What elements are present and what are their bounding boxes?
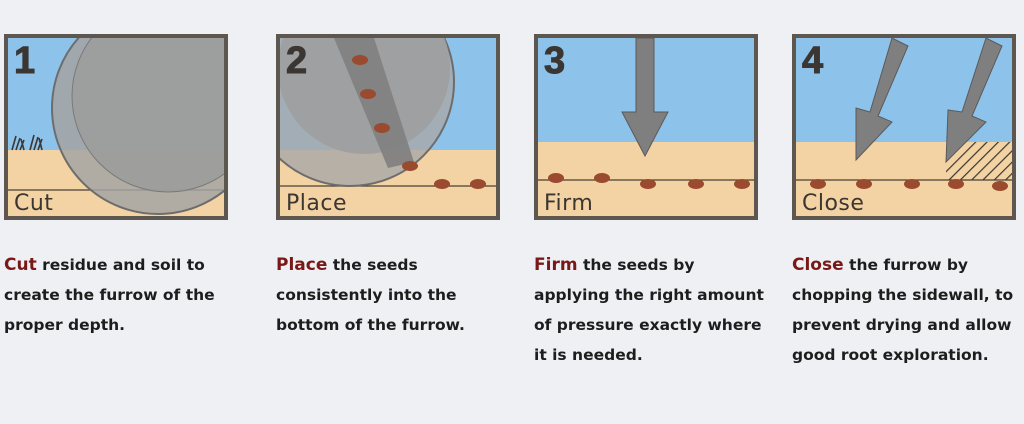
cutting-disc-icon (51, 38, 224, 215)
step-caption: Place (286, 191, 347, 216)
step-number: 2 (285, 40, 308, 83)
step-keyword: Close (792, 255, 844, 275)
step-3-panel: 3 Firm (534, 34, 758, 220)
step-3-description: Firm the seeds by applying the right amo… (534, 250, 766, 370)
step-text: the seeds consistently into the bottom o… (276, 256, 465, 334)
step-caption: Cut (14, 191, 54, 216)
seed-icon (352, 55, 486, 189)
step-text: residue and soil to create the furrow of… (4, 256, 215, 334)
step-2-description: Place the seeds consistently into the bo… (276, 250, 508, 340)
seed-tube-icon (334, 38, 414, 168)
step-1-panel: 1 Cut (4, 34, 228, 220)
step-keyword: Cut (4, 255, 37, 275)
seed-icon (548, 173, 750, 189)
firm-illustration (538, 38, 754, 216)
cut-illustration (8, 38, 224, 216)
step-4-description: Close the furrow by chopping the sidewal… (792, 250, 1024, 370)
step-number: 1 (13, 40, 36, 83)
step-text: the furrow by chopping the sidewall, to … (792, 256, 1014, 364)
step-text: the seeds by applying the right amount o… (534, 256, 764, 364)
step-caption: Firm (544, 191, 594, 216)
step-1-description: Cut residue and soil to create the furro… (4, 250, 236, 340)
close-illustration (796, 38, 1012, 216)
step-caption: Close (802, 191, 865, 216)
seed-icon (810, 179, 1008, 191)
step-4-panel: 4 Close (792, 34, 1016, 220)
closing-arrow-icon (855, 38, 1003, 164)
place-illustration (280, 38, 496, 216)
step-number: 3 (543, 40, 566, 83)
residue-icon (11, 134, 43, 151)
step-keyword: Place (276, 255, 328, 275)
step-2-panel: 2 Place (276, 34, 500, 220)
step-number: 4 (801, 40, 824, 83)
step-keyword: Firm (534, 255, 578, 275)
pressure-arrow-icon (621, 38, 669, 158)
